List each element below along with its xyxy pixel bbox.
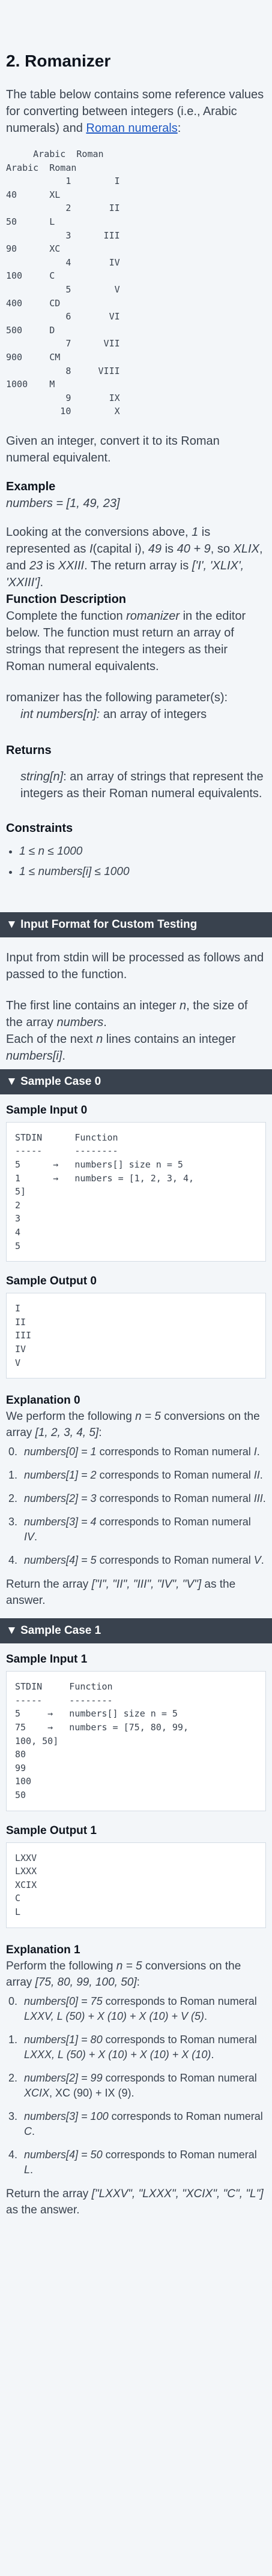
explanation-1-steps: numbers[0] = 75 corresponds to Roman num… [6, 1994, 266, 2177]
explanation-step: numbers[1] = 80 corresponds to Roman num… [8, 2032, 257, 2061]
explanation-1-return: Return the array ["LXXV", "LXXX", "XCIX"… [6, 2187, 264, 2216]
explanation-0-label: Explanation 0 [6, 1394, 80, 1407]
explanation-step: numbers[0] = 75 corresponds to Roman num… [8, 1994, 257, 2022]
function-description-heading: Function Description [6, 592, 126, 606]
sample-output-0-box: I II III IV V [6, 1293, 266, 1379]
sample-output-0-label: Sample Output 0 [6, 1275, 97, 1288]
sample-input-0-label: Sample Input 0 [6, 1103, 88, 1117]
explanation-1-label: Explanation 1 [6, 1943, 80, 1956]
intro-paragraph: The table below contains some reference … [6, 88, 264, 135]
function-description-text: Complete the function romanizer in the e… [6, 609, 246, 673]
param-item: int numbers[n]: an array of integers [20, 707, 207, 721]
constraints-list: 1 ≤ n ≤ 1000 1 ≤ numbers[i] ≤ 1000 [6, 841, 266, 882]
input-format-p2: The first line contains an integer n, th… [6, 999, 248, 1029]
constraint-item: 1 ≤ numbers[i] ≤ 1000 [19, 862, 266, 882]
explanation-0-return: Return the array ["I", "II", "III", "IV"… [6, 1578, 236, 1607]
explanation-step: numbers[2] = 3 corresponds to Roman nume… [8, 1491, 266, 1506]
constraints-heading: Constraints [6, 821, 73, 835]
sample-output-1-code: LXXV LXXX XCIX C L [15, 1852, 37, 1917]
explanation-0-steps: numbers[0] = 1 corresponds to Roman nume… [6, 1444, 266, 1568]
input-format-toggle[interactable]: ▼ Input Format for Custom Testing [0, 912, 272, 937]
input-format-p1: Input from stdin will be processed as fo… [6, 951, 264, 981]
example-input: numbers = [1, 49, 23] [6, 496, 120, 510]
explanation-step: numbers[0] = 1 corresponds to Roman nume… [8, 1444, 260, 1459]
sample-case-1-toggle[interactable]: ▼ Sample Case 1 [0, 1618, 272, 1644]
example-heading: Example [6, 479, 56, 493]
problem-content: 2. Romanizer The table below contains so… [0, 0, 272, 2218]
returns-heading: Returns [6, 743, 52, 757]
sample-input-1-code: STDIN Function ----- -------- 5 → number… [15, 1681, 189, 1800]
explanation-step: numbers[3] = 100 corresponds to Roman nu… [8, 2109, 263, 2137]
explanation-step: numbers[2] = 99 corresponds to Roman num… [8, 2071, 257, 2099]
sample-output-1-label: Sample Output 1 [6, 1824, 97, 1837]
explanation-step: numbers[4] = 5 corresponds to Roman nume… [8, 1553, 264, 1568]
input-format-p3: Each of the next n lines contains an int… [6, 1032, 236, 1063]
roman-numerals-link[interactable]: Roman numerals [86, 122, 178, 135]
task-statement: Given an integer, convert it to its Roma… [6, 434, 220, 464]
explanation-0-intro: We perform the following n = 5 conversio… [6, 1410, 260, 1440]
sample-case-0-toggle[interactable]: ▼ Sample Case 0 [0, 1069, 272, 1094]
page-title: 2. Romanizer [6, 52, 111, 70]
example-explanation: Looking at the conversions above, 1 is r… [6, 525, 263, 589]
sample-input-1-label: Sample Input 1 [6, 1653, 88, 1666]
sample-output-1-box: LXXV LXXX XCIX C L [6, 1842, 266, 1928]
explanation-step: numbers[4] = 50 corresponds to Roman num… [8, 2147, 257, 2176]
sample-input-1-box: STDIN Function ----- -------- 5 → number… [6, 1671, 266, 1811]
constraint-item: 1 ≤ n ≤ 1000 [19, 841, 266, 862]
explanation-step: numbers[3] = 4 corresponds to Roman nume… [8, 1515, 251, 1543]
sample-input-0-box: STDIN Function ----- -------- 5 → number… [6, 1121, 266, 1262]
returns-text: string[n]: an array of strings that repr… [20, 770, 264, 800]
sample-input-0-code: STDIN Function ----- -------- 5 → number… [15, 1132, 195, 1251]
sample-output-0-code: I II III IV V [15, 1303, 32, 1368]
reference-table: Arabic Roman Arabic Roman 1 I 40 XL 2 II… [6, 149, 120, 417]
params-intro: romanizer has the following parameter(s)… [6, 690, 228, 704]
explanation-step: numbers[1] = 2 corresponds to Roman nume… [8, 1468, 263, 1483]
explanation-1-intro: Perform the following n = 5 conversions … [6, 1959, 241, 1989]
